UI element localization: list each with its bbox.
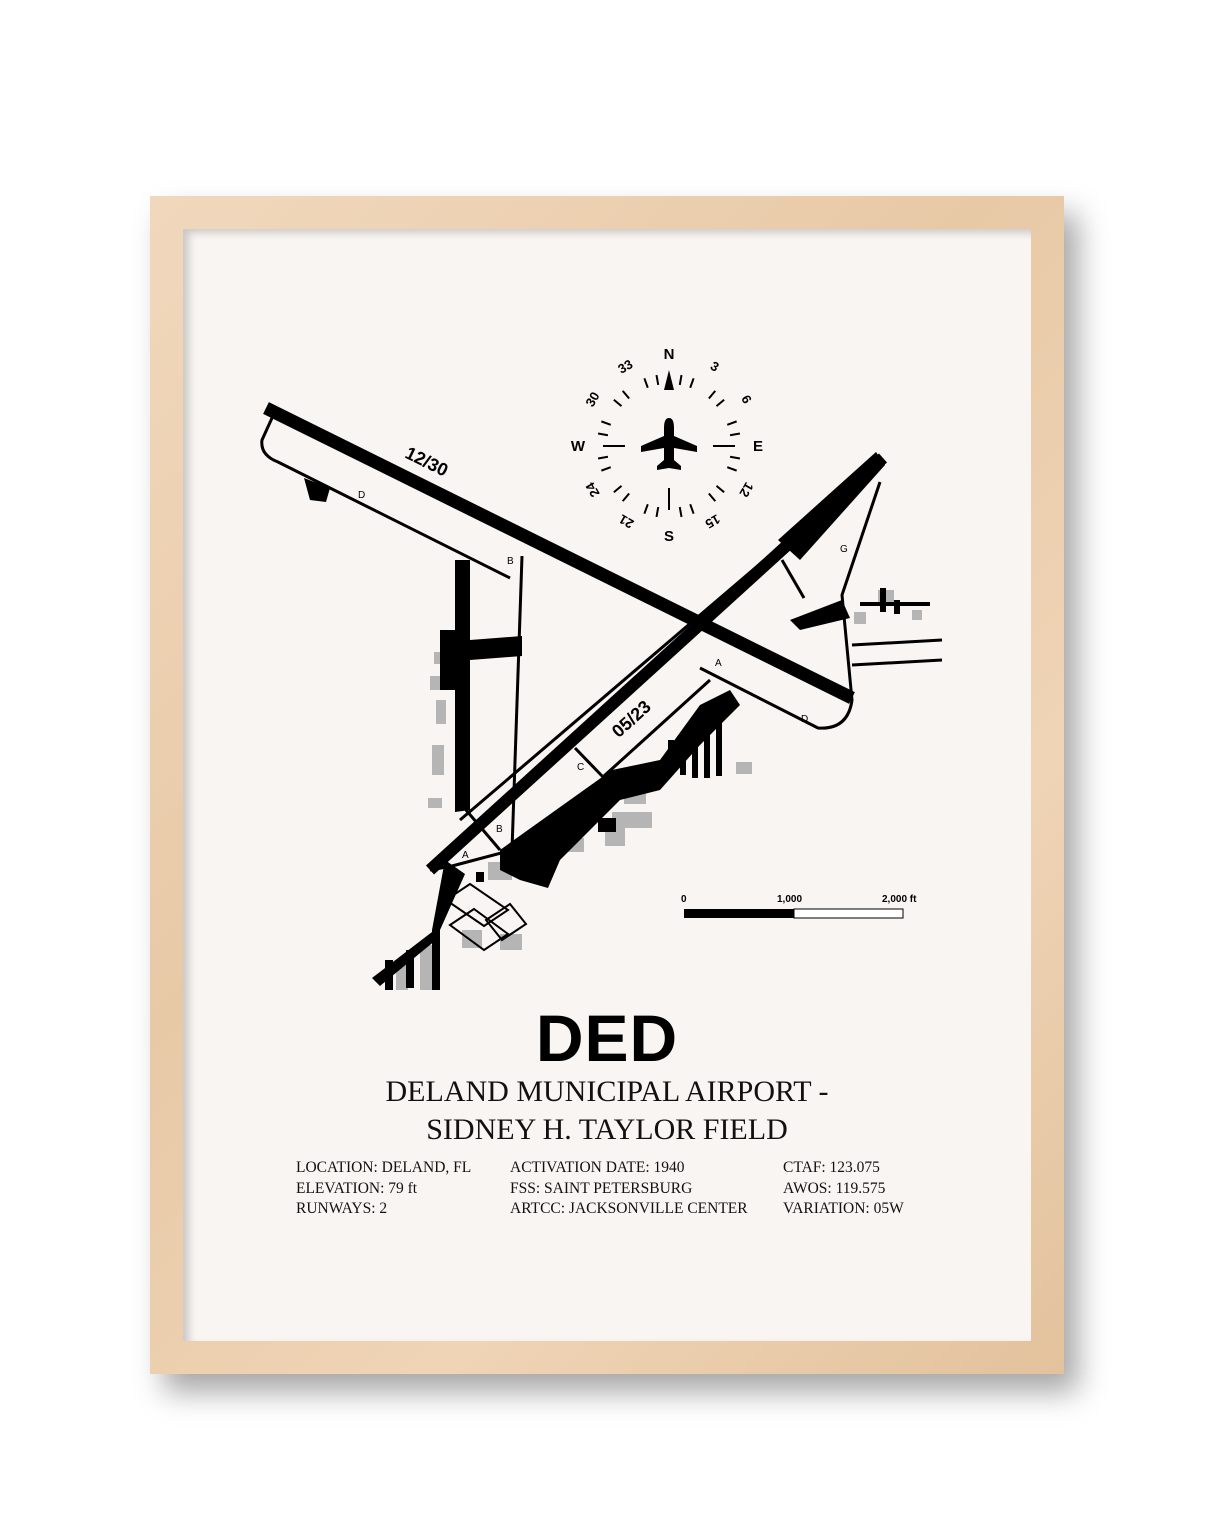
- compass-tick: [597, 432, 609, 437]
- compass-tick: [621, 492, 630, 502]
- taxiway-label-a2: A: [715, 658, 722, 669]
- compass-tick: [678, 506, 683, 518]
- compass-heading-21: 21: [616, 511, 636, 531]
- compass-tick: [689, 378, 695, 389]
- compass-tick: [689, 503, 695, 514]
- runway-12-30: [263, 402, 855, 704]
- compass-heading-33: 33: [615, 356, 635, 376]
- compass-tick: [715, 398, 725, 407]
- detail-variation: VARIATION: 05W: [783, 1200, 904, 1217]
- compass-tick: [726, 420, 737, 426]
- details-column-1: LOCATION: DELAND, FL ELEVATION: 79 ft RU…: [296, 1158, 471, 1220]
- taxiway-label-a: A: [462, 850, 469, 861]
- details-column-3: CTAF: 123.075 AWOS: 119.575 VARIATION: 0…: [783, 1158, 904, 1220]
- detail-runways: RUNWAYS: 2: [296, 1200, 388, 1217]
- compass-tick: [708, 492, 717, 502]
- compass-rose: N E S W 3 6 12 15 21 24 30 33: [571, 346, 763, 545]
- taxiway-label-c: C: [577, 762, 584, 773]
- compass-heading-12: 12: [736, 480, 756, 500]
- compass-tick: [655, 374, 660, 386]
- scale-label-0: 0: [681, 894, 687, 905]
- compass-tick: [601, 466, 612, 472]
- compass-tick: [708, 390, 717, 400]
- scale-label-1000: 1,000: [777, 894, 802, 905]
- details-column-2: ACTIVATION DATE: 1940 FSS: SAINT PETERSB…: [510, 1158, 748, 1220]
- compass-heading-15: 15: [703, 511, 723, 531]
- compass-west: W: [571, 438, 586, 455]
- compass-heading-24: 24: [582, 479, 603, 500]
- compass-tick: [621, 390, 630, 400]
- compass-tick: [643, 503, 649, 514]
- compass-heading-6: 6: [738, 392, 755, 406]
- compass-tick: [643, 378, 649, 389]
- scale-bar: 0 1,000 2,000 ft: [681, 894, 917, 919]
- taxiway-label-d2: D: [801, 714, 808, 725]
- scale-label-2000: 2,000 ft: [882, 894, 917, 905]
- compass-tick: [655, 506, 660, 518]
- compass-tick: [726, 466, 737, 472]
- detail-elevation: ELEVATION: 79 ft: [296, 1179, 418, 1197]
- airplane-icon: [641, 418, 697, 470]
- detail-ctaf: CTAF: 123.075: [783, 1159, 880, 1176]
- compass-tick: [715, 485, 725, 494]
- parking-lots: [444, 882, 528, 952]
- detail-awos: AWOS: 119.575: [783, 1179, 886, 1197]
- taxiways: [260, 417, 943, 872]
- compass-heading-3: 3: [708, 358, 722, 375]
- compass-east: E: [753, 438, 763, 455]
- compass-tick: [601, 420, 612, 426]
- aprons: [304, 452, 930, 990]
- airport-code: DED: [535, 1001, 679, 1075]
- north-arrow-icon: [664, 370, 674, 390]
- taxiway-label-b2: B: [496, 824, 503, 835]
- compass-tick: [729, 455, 741, 460]
- detail-location: LOCATION: DELAND, FL: [296, 1159, 472, 1176]
- compass-tick: [613, 485, 623, 494]
- compass-heading-30: 30: [582, 389, 602, 409]
- taxiway-label-d: D: [358, 490, 365, 501]
- compass-south: S: [664, 528, 674, 545]
- detail-artcc: ARTCC: JACKSONVILLE CENTER: [510, 1200, 748, 1217]
- taxiway-label-b: B: [507, 556, 514, 567]
- compass-tick: [613, 398, 623, 407]
- compass-north: N: [664, 346, 675, 363]
- detail-activation-date: ACTIVATION DATE: 1940: [510, 1159, 685, 1176]
- airport-name-line2: SIDNEY H. TAYLOR FIELD: [426, 1113, 788, 1146]
- compass-tick: [729, 432, 741, 437]
- compass-tick: [678, 374, 683, 386]
- detail-fss: FSS: SAINT PETERSBURG: [510, 1179, 693, 1197]
- taxiway-label-g: G: [840, 544, 848, 555]
- compass-tick: [597, 455, 609, 460]
- airport-name-line1: DELAND MUNICIPAL AIRPORT -: [385, 1075, 829, 1108]
